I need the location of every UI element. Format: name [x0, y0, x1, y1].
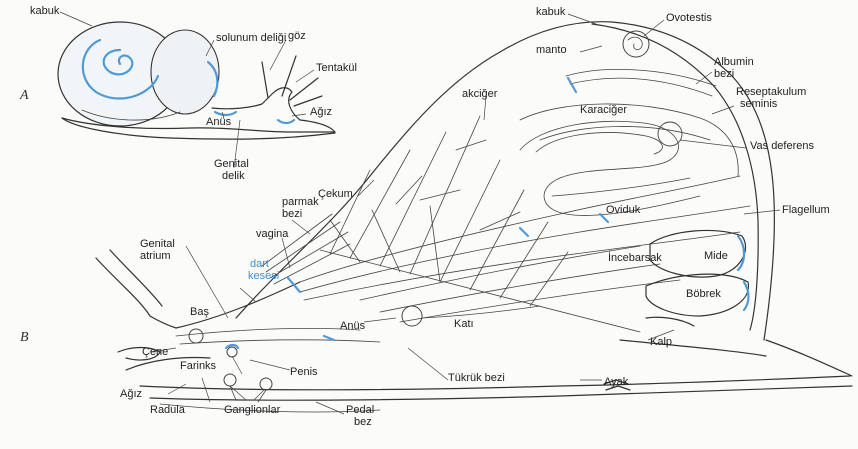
label-b-head: Baş [190, 306, 209, 318]
label-b-pharynx: Farinks [180, 360, 216, 372]
label-b-vas-deferens: Vas deferens [750, 140, 814, 152]
label-b-albumin-2: bezi [714, 68, 734, 80]
label-b-receptaculum-1: Reseptakulum [736, 86, 806, 98]
label-b-mouth: Ağız [120, 388, 142, 400]
lung-vessels [320, 116, 640, 332]
label-b-pedal-1: Pedal [346, 404, 374, 416]
label-b-heart: Kalp [650, 336, 672, 348]
label-b-jaw: Çene [142, 346, 168, 358]
label-b-lung: akciğer [462, 88, 497, 100]
label-b-genital-atrium-1: Genital [140, 238, 175, 250]
label-b-genital-atrium-2: atrium [140, 250, 171, 262]
label-b-ganglia: Ganglionlar [224, 404, 280, 416]
label-a-anus: Anüs [206, 116, 231, 128]
label-b-oviduct: Oviduk [606, 204, 640, 216]
label-a-shell: kabuk [30, 5, 59, 17]
label-b-caecum: Çekum [318, 188, 353, 200]
label-b-intestine: İncebarsak [608, 252, 662, 264]
label-b-ovotestis: Ovotestis [666, 12, 712, 24]
label-a-tentacle: Tentakül [316, 62, 357, 74]
label-b-kidney: Böbrek [686, 288, 721, 300]
label-b-crop: Katı [454, 318, 474, 330]
label-b-dart-sac-1: dart [250, 258, 269, 270]
label-a-genital-pore-1: Genital [214, 158, 249, 170]
label-b-penis: Penis [290, 366, 318, 378]
label-b-flagellum: Flagellum [782, 204, 830, 216]
label-b-foot: Ayak [604, 376, 628, 388]
label-b-finger-gland-1: parmak [282, 196, 319, 208]
label-b-mantle: manto [536, 44, 567, 56]
label-b-receptaculum-2: seminis [740, 98, 777, 110]
label-b-salivary: Tükrük bezi [448, 372, 505, 384]
label-a-genital-pore-2: delik [222, 170, 245, 182]
label-b-radula: Radula [150, 404, 185, 416]
panel-b-letter: B [20, 332, 29, 344]
label-b-dart-sac-2: kesesi [248, 270, 279, 282]
label-b-shell: kabuk [536, 6, 565, 18]
label-b-albumin-1: Albumin [714, 56, 754, 68]
label-a-mouth: Ağız [310, 106, 332, 118]
label-b-anus: Anüs [340, 320, 365, 332]
label-b-vagina: vagina [256, 228, 288, 240]
label-b-finger-gland-2: bezi [282, 208, 302, 220]
label-b-pedal-2: bez [354, 416, 372, 428]
label-b-liver: Karaciğer [580, 104, 627, 116]
panel-a-letter: A [20, 90, 29, 102]
label-a-eye: göz [288, 30, 306, 42]
label-b-stomach: Mide [704, 250, 728, 262]
label-a-breathing-hole: solunum deliği [216, 32, 286, 44]
